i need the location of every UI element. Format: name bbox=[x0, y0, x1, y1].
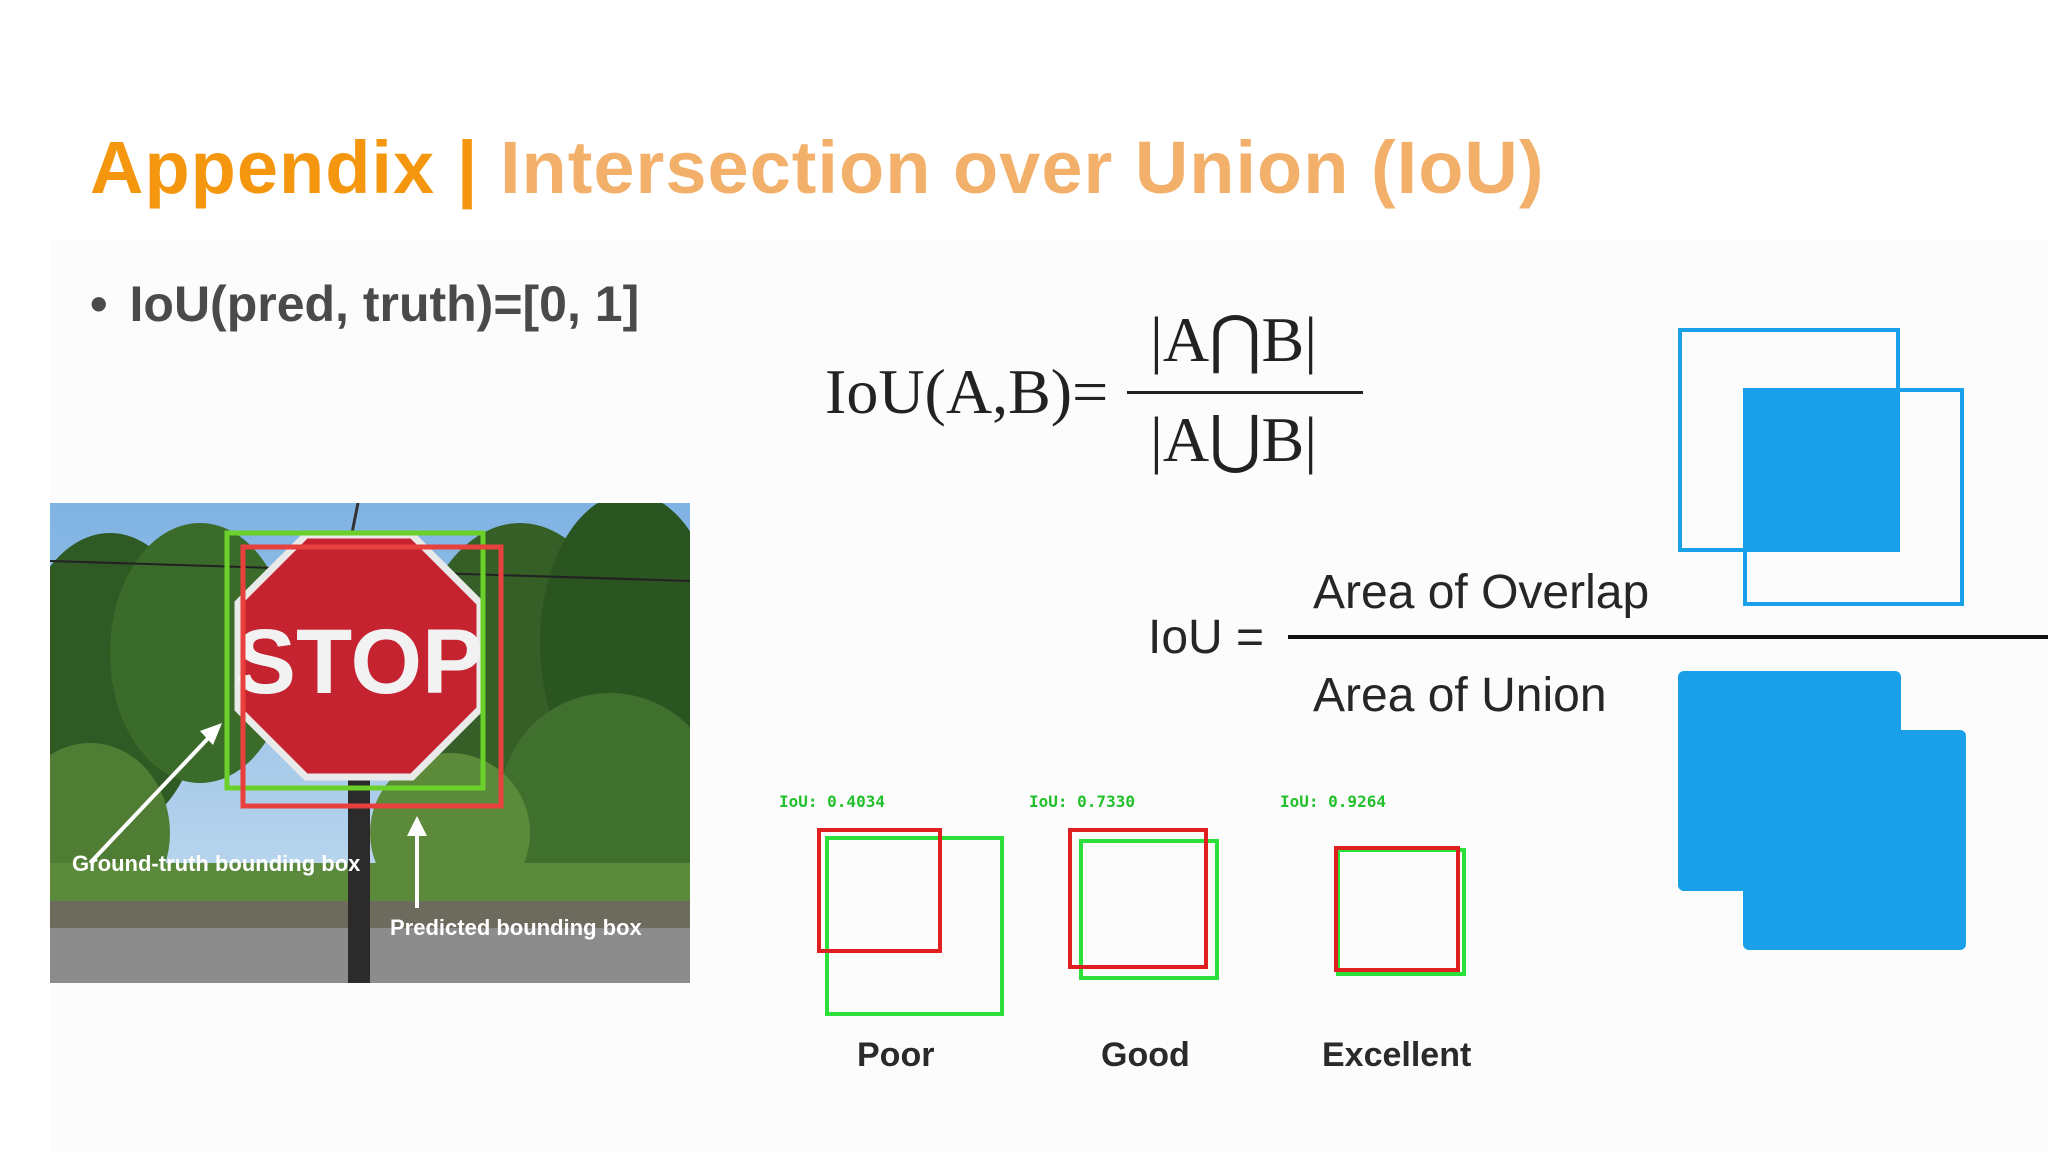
area-formula-fraction-bar bbox=[1288, 635, 2048, 639]
stop-sign-photo: STOP Ground-truth bounding box Predicted… bbox=[50, 503, 690, 983]
stop-sign-text: STOP bbox=[235, 611, 484, 713]
union-box-b bbox=[1743, 730, 1966, 950]
area-formula-denominator: Area of Union bbox=[1313, 669, 1607, 722]
title-subtitle: Intersection over Union (IoU) bbox=[499, 126, 1545, 209]
set-formula-fraction-bar bbox=[1127, 391, 1363, 394]
rating-poor: Poor bbox=[857, 1036, 935, 1074]
overlap-region bbox=[1745, 390, 1898, 550]
example-pred-box bbox=[1068, 828, 1208, 969]
bullet-text: IoU(pred, truth)=[0, 1] bbox=[129, 276, 640, 332]
example-pred-box bbox=[1334, 846, 1460, 972]
set-formula-denominator: |A⋃B| bbox=[1150, 404, 1318, 475]
example-boxes-poor bbox=[817, 828, 1004, 1016]
box-b-outline bbox=[1743, 388, 1964, 606]
predicted-box bbox=[240, 544, 504, 809]
sign-post bbox=[348, 753, 370, 983]
ground-truth-arrow bbox=[88, 723, 222, 865]
box-a-outline bbox=[1678, 328, 1900, 552]
example-iou-label-excellent: IoU: 0.9264 bbox=[1280, 792, 1386, 811]
stop-sign-octagon bbox=[234, 531, 484, 781]
example-iou-label-good: IoU: 0.7330 bbox=[1029, 792, 1135, 811]
set-formula-numerator: |A⋂B| bbox=[1150, 304, 1318, 375]
title-main: Appendix bbox=[90, 126, 436, 209]
bullet-point: • IoU(pred, truth)=[0, 1] bbox=[90, 275, 639, 333]
example-iou-label-poor: IoU: 0.4034 bbox=[779, 792, 885, 811]
area-formula-numerator: Area of Overlap bbox=[1313, 566, 1650, 619]
overlap-diagram bbox=[1678, 328, 1964, 606]
set-formula-lhs: IoU(A,B)= bbox=[825, 356, 1109, 427]
rating-excellent: Excellent bbox=[1322, 1036, 1472, 1074]
example-pred-box bbox=[817, 828, 942, 953]
bullet-dot: • bbox=[90, 276, 108, 332]
example-truth-box bbox=[825, 836, 1004, 1016]
example-boxes-good bbox=[1068, 828, 1219, 980]
ground-truth-box bbox=[224, 530, 486, 791]
ground-truth-label: Ground-truth bounding box bbox=[72, 851, 361, 876]
rating-good: Good bbox=[1101, 1036, 1190, 1074]
title-separator: | bbox=[456, 126, 479, 209]
union-diagram bbox=[1678, 671, 1966, 950]
example-truth-box bbox=[1079, 839, 1219, 980]
predicted-label: Predicted bounding box bbox=[390, 915, 643, 940]
area-formula-lhs: IoU = bbox=[1148, 611, 1265, 664]
example-truth-box bbox=[1336, 848, 1466, 976]
example-boxes-excellent bbox=[1334, 846, 1466, 976]
predicted-arrow bbox=[407, 816, 427, 908]
slide-title: Appendix | Intersection over Union (IoU) bbox=[90, 118, 1544, 218]
